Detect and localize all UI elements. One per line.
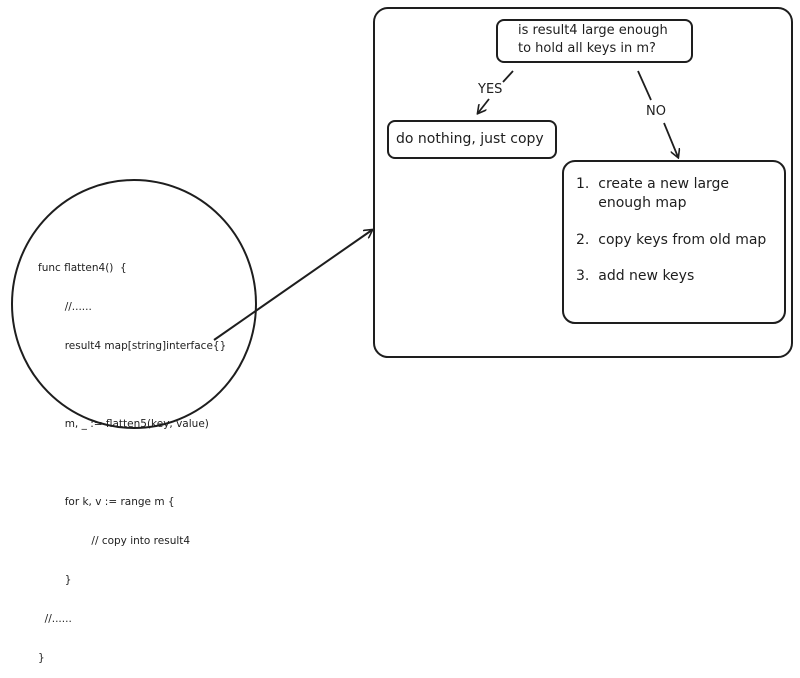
yes-label: YES bbox=[478, 82, 503, 97]
zoom-arrow bbox=[213, 230, 372, 341]
code-line: result4 map[string]interface{} bbox=[38, 340, 227, 352]
yes-result-box bbox=[387, 120, 557, 159]
code-snippet: func flatten4() { //...... result4 map[s… bbox=[38, 236, 226, 678]
code-line: for k, v := range m { bbox=[38, 496, 175, 508]
diagram-canvas bbox=[11, 7, 793, 429]
no-label: NO bbox=[646, 104, 666, 119]
code-line: //...... bbox=[38, 613, 72, 625]
question-line-1: is result4 large enough bbox=[518, 23, 668, 38]
code-line: ​ bbox=[38, 379, 226, 392]
no-connector-top bbox=[637, 70, 652, 101]
question-text: is result4 large enough to hold all keys… bbox=[518, 22, 668, 58]
code-line: ​ bbox=[38, 457, 226, 470]
code-line: func flatten4() { bbox=[38, 262, 127, 274]
code-line: } bbox=[38, 574, 72, 586]
question-line-2: to hold all keys in m? bbox=[518, 41, 656, 56]
code-line: m, _ := flatten5(key, value) bbox=[38, 418, 209, 430]
code-line: } bbox=[38, 652, 45, 664]
step-1-line-2: enough map bbox=[576, 195, 687, 211]
code-line: // copy into result4 bbox=[38, 535, 191, 547]
yes-arrow bbox=[478, 98, 490, 113]
flow-container-box bbox=[373, 7, 793, 358]
step-2: 2. copy keys from old map bbox=[576, 232, 767, 248]
question-box bbox=[496, 19, 693, 63]
code-zoom-circle bbox=[11, 179, 257, 429]
code-line: //...... bbox=[38, 301, 92, 313]
no-steps-box bbox=[562, 160, 786, 324]
yes-connector-top bbox=[502, 70, 514, 83]
no-arrow bbox=[663, 122, 678, 157]
step-1-line-1: 1. create a new large bbox=[576, 176, 730, 192]
yes-result-text: do nothing, just copy bbox=[396, 131, 544, 147]
step-3: 3. add new keys bbox=[576, 268, 695, 284]
